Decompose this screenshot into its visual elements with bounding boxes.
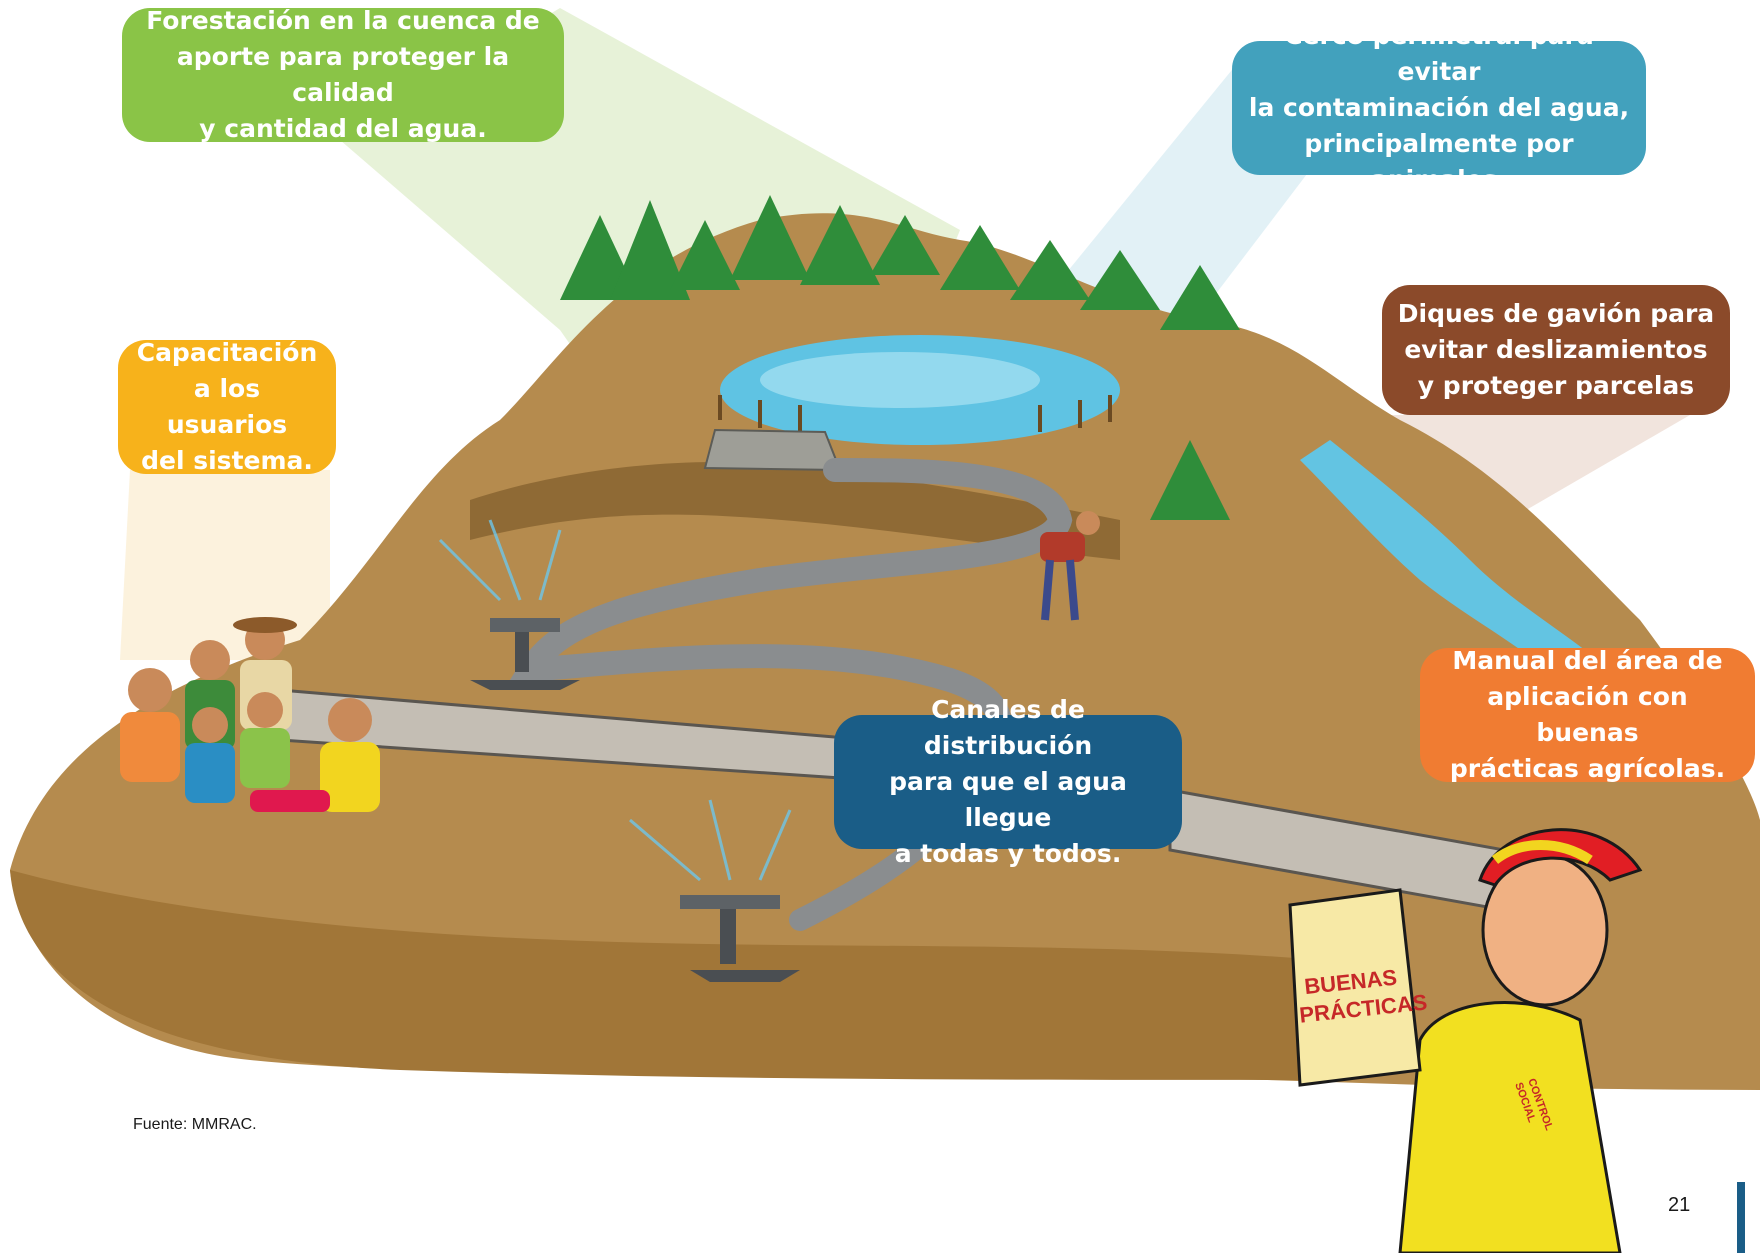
capacitacion-beam <box>120 470 330 660</box>
sprinkler-upper <box>470 618 580 690</box>
tree-cluster <box>560 195 1240 520</box>
water-spray <box>438 519 792 882</box>
page-bar <box>1737 1182 1745 1253</box>
pipeline <box>507 458 1073 772</box>
callout-capacitacion: Capacitación a los usuarios del sistema. <box>118 338 336 475</box>
callout-manual: Manual del área de aplicación con buenas… <box>1420 646 1755 783</box>
sprinkler-lower <box>680 895 800 982</box>
source-caption: Fuente: MMRAC. <box>133 1116 257 1133</box>
river <box>1300 440 1620 690</box>
training-group <box>120 617 380 812</box>
fence <box>718 395 1112 432</box>
callout-forestacion: Forestación en la cuenca de aporte para … <box>122 6 564 143</box>
callout-cerco: Cerco perimetral para evitar la contamin… <box>1232 21 1646 194</box>
page-number: 21 <box>1668 1194 1691 1216</box>
mascot-figure: BUENAS PRÁCTICAS CONTROL SOCIAL <box>1288 828 1643 1253</box>
farmer-figure <box>1040 511 1100 621</box>
callout-canales: Canales de distribución para que el agua… <box>834 695 1182 868</box>
water-intake <box>703 428 842 472</box>
lake-shine <box>760 352 1040 408</box>
callout-diques: Diques de gavión para evitar deslizamien… <box>1382 285 1730 415</box>
